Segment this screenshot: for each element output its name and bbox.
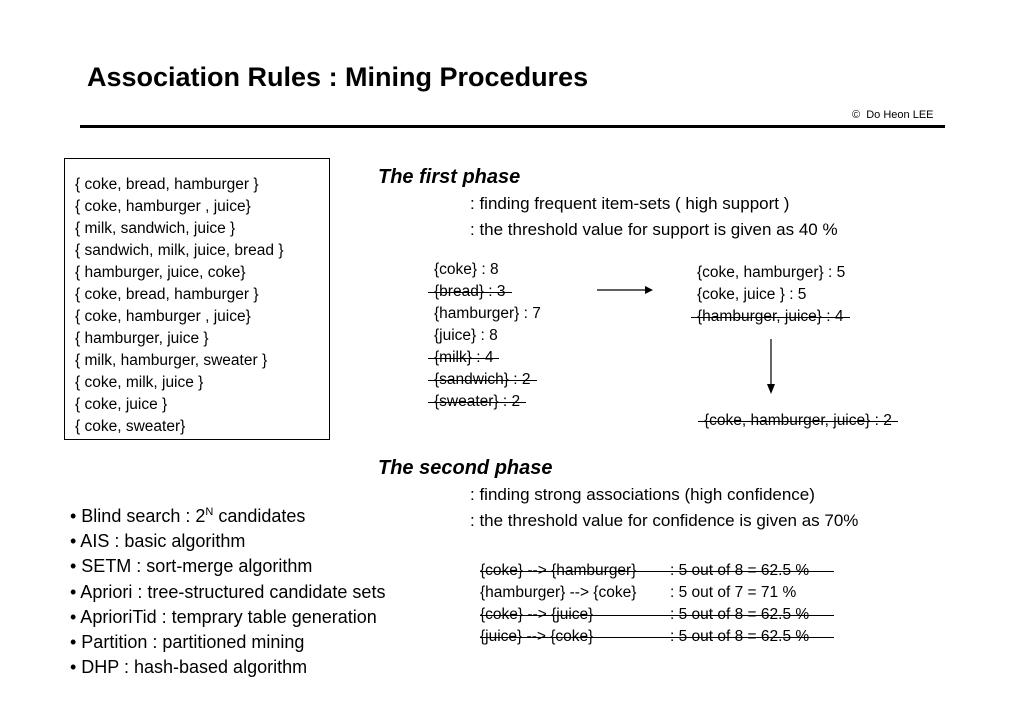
phase2-line: : finding strong associations (high conf… — [470, 485, 815, 504]
transactions-list: { coke, bread, hamburger } { coke, hambu… — [75, 174, 284, 438]
rule-confidence: : 5 out of 8 = 62.5 % — [670, 562, 810, 579]
rule-row-pruned: {juice} --> {coke} : 5 out of 8 = 62.5 % — [480, 626, 835, 648]
rule-lhs: {hamburger} --> {coke} — [480, 584, 637, 601]
author-credit: © Do Heon LEE — [852, 109, 934, 121]
down-arrow-icon — [767, 339, 775, 394]
itemsets-level3: {coke, hamburger, juice} : 2 — [698, 410, 898, 432]
algorithm-item: • AIS : basic algorithm — [70, 531, 246, 552]
phase1-description: : finding frequent item-sets ( high supp… — [470, 191, 838, 243]
transaction-item: { sandwich, milk, juice, bread } — [75, 242, 284, 259]
phase1-line: : finding frequent item-sets ( high supp… — [470, 194, 790, 213]
rule-lhs: {coke} --> {hamburger} — [480, 562, 637, 579]
transaction-item: { coke, hamburger , juice} — [75, 308, 251, 325]
transaction-item: { coke, sweater} — [75, 418, 186, 435]
algorithm-item: • Partition : partitioned mining — [70, 632, 305, 653]
itemset-1: {juice} : 8 — [434, 327, 498, 344]
author-name: Do Heon LEE — [866, 109, 934, 121]
rule-confidence: : 5 out of 8 = 62.5 % — [670, 628, 810, 645]
itemset-2-pruned: {hamburger, juice} : 4 — [691, 306, 849, 328]
rule-confidence: : 5 out of 7 = 71 % — [670, 584, 797, 601]
title-divider — [80, 125, 945, 128]
itemsets-level1: {coke} : 8 {bread} : 3 {hamburger} : 7 {… — [427, 259, 541, 413]
right-arrow-icon — [597, 286, 653, 294]
algorithms-list: • Blind search : 2N candidates • AIS : b… — [70, 500, 385, 680]
algorithm-item: • SETM : sort-merge algorithm — [70, 556, 313, 577]
itemset-1: {hamburger} : 7 — [434, 305, 541, 322]
itemset-1-pruned: {sweater} : 2 — [427, 391, 527, 413]
rule-row-pruned: {coke} --> {juice} : 5 out of 8 = 62.5 % — [480, 604, 835, 626]
transaction-item: { coke, hamburger , juice} — [75, 198, 251, 215]
itemset-1-pruned: {sandwich} : 2 — [428, 369, 537, 391]
transaction-item: { milk, sandwich, juice } — [75, 220, 236, 237]
itemsets-level2: {coke, hamburger} : 5 {coke, juice } : 5… — [691, 262, 849, 328]
transaction-item: { milk, hamburger, sweater } — [75, 352, 268, 369]
transaction-item: { hamburger, juice, coke} — [75, 264, 246, 281]
rule-lhs: {coke} --> {juice} — [480, 606, 594, 623]
transaction-item: { coke, bread, hamburger } — [75, 176, 259, 193]
phase1-line: : the threshold value for support is giv… — [470, 220, 838, 239]
itemset-2: {coke, hamburger} : 5 — [697, 264, 846, 281]
transaction-item: { coke, milk, juice } — [75, 374, 204, 391]
rule-row: {hamburger} --> {coke} : 5 out of 7 = 71 … — [480, 582, 809, 604]
rule-row-pruned: {coke} --> {hamburger} : 5 out of 8 = 62.… — [480, 560, 835, 582]
phase2-line: : the threshold value for confidence is … — [470, 511, 859, 530]
phase2-description: : finding strong associations (high conf… — [470, 482, 858, 534]
algorithm-item: • Apriori : tree-structured candidate se… — [70, 581, 386, 602]
phase2-title: The second phase — [378, 457, 553, 479]
rule-lhs: {juice} --> {coke} — [480, 628, 594, 645]
itemset-2: {coke, juice } : 5 — [697, 286, 807, 303]
copyright-icon: © — [852, 109, 861, 121]
algorithm-item: • AprioriTid : temprary table generation — [70, 606, 377, 627]
itemset-3-pruned: {coke, hamburger, juice} : 2 — [698, 410, 898, 432]
algorithm-item: • Blind search : 2N candidates — [70, 506, 306, 526]
itemset-1-pruned: {milk} : 4 — [427, 347, 500, 369]
phase1-title: The first phase — [378, 166, 521, 188]
transactions-box: { coke, bread, hamburger } { coke, hambu… — [64, 158, 330, 440]
rule-confidence: : 5 out of 8 = 62.5 % — [670, 606, 810, 623]
transaction-item: { coke, bread, hamburger } — [75, 286, 259, 303]
transaction-item: { coke, juice } — [75, 396, 168, 413]
itemset-1-pruned: {bread} : 3 — [428, 281, 512, 303]
algorithm-item: • DHP : hash-based algorithm — [70, 657, 308, 678]
itemset-1: {coke} : 8 — [434, 261, 499, 278]
transaction-item: { hamburger, juice } — [75, 330, 209, 347]
association-rules: {coke} --> {hamburger} : 5 out of 8 = 62.… — [480, 560, 835, 648]
page-title: Association Rules : Mining Procedures — [87, 62, 589, 92]
